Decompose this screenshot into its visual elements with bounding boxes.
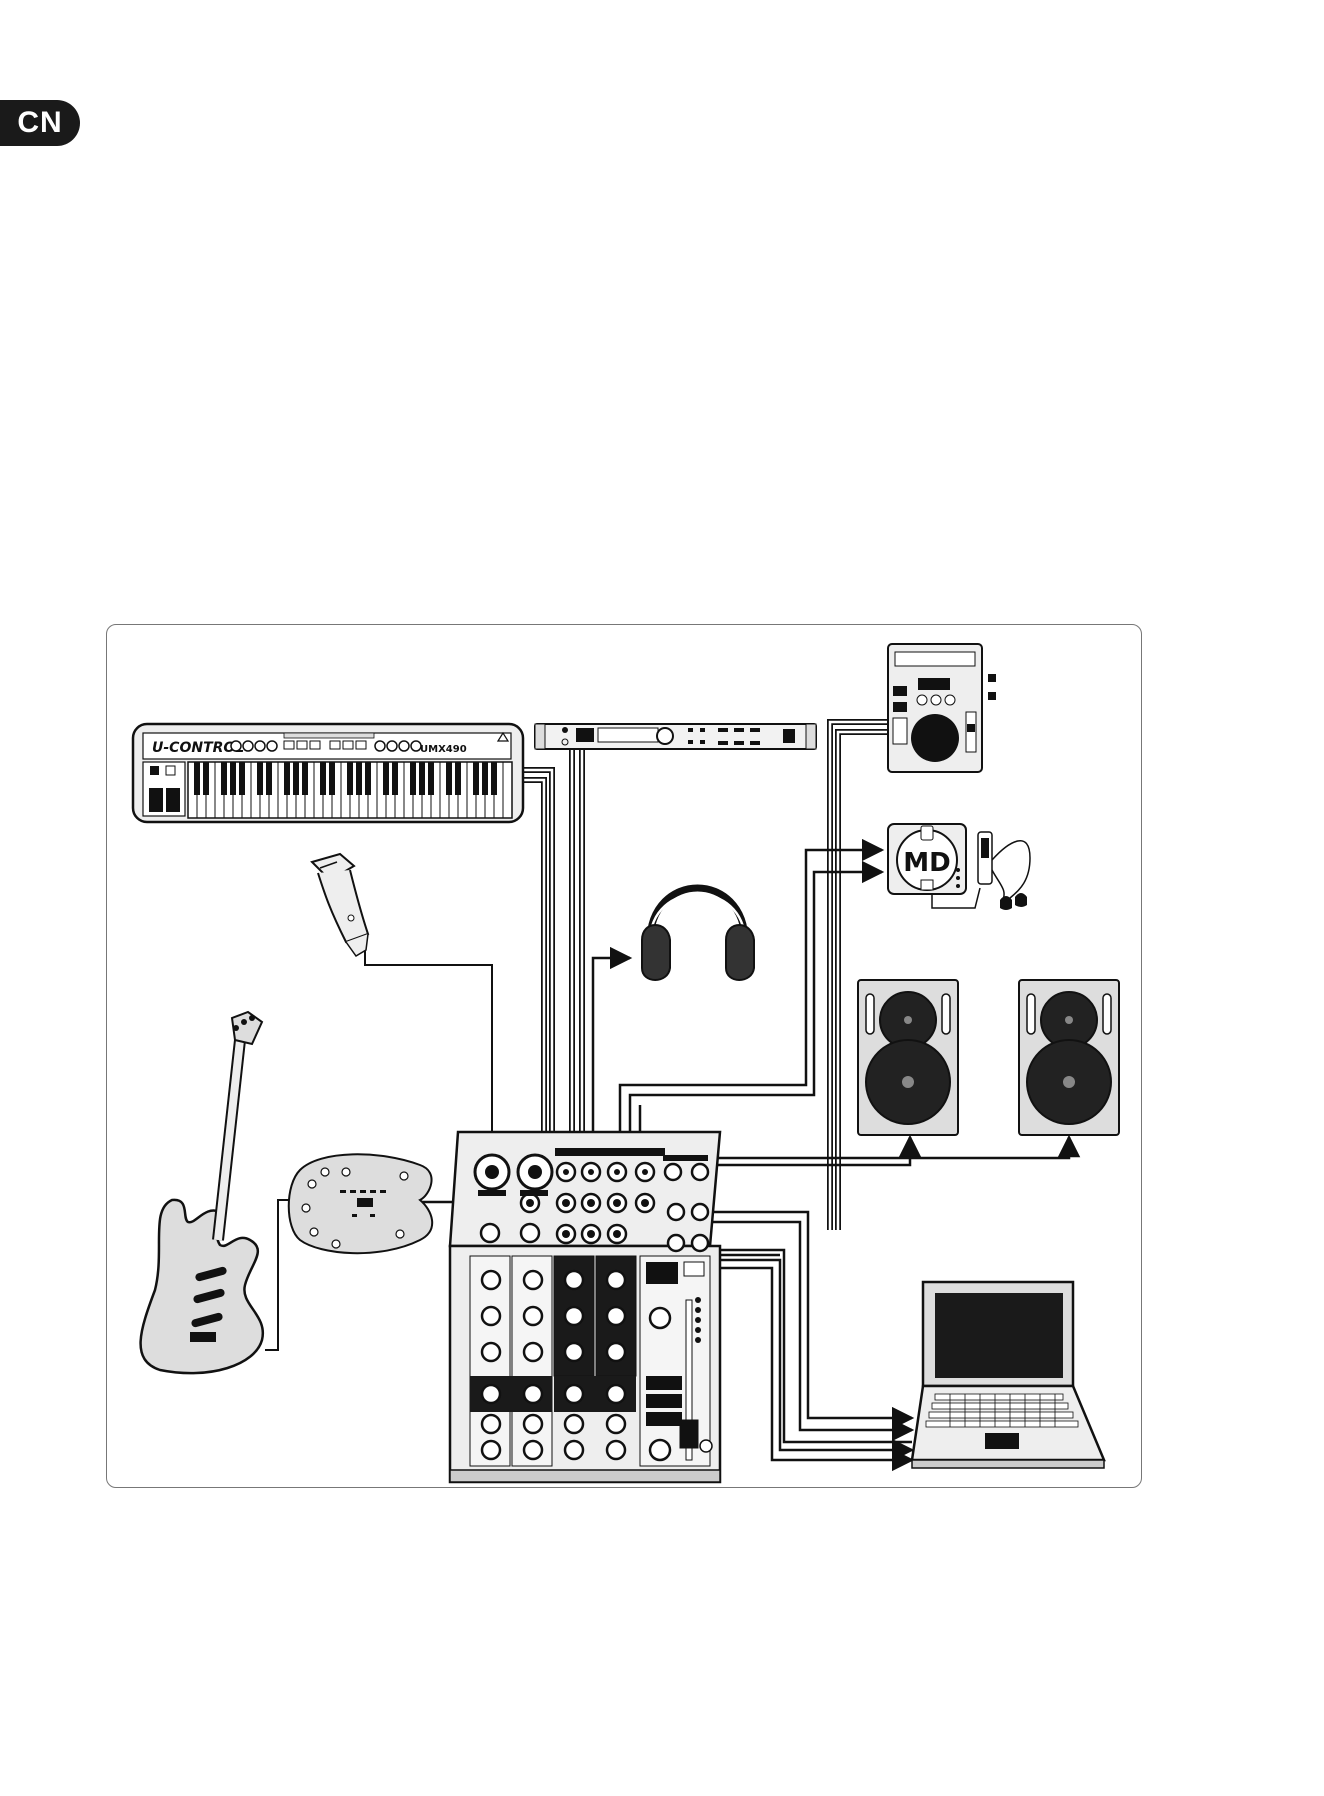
laptop-trackpad xyxy=(985,1433,1019,1449)
piano-keys xyxy=(188,762,512,818)
minidisc-label: MD xyxy=(903,848,950,878)
laptop xyxy=(912,1282,1104,1468)
microphone xyxy=(312,854,368,956)
cd-player xyxy=(888,644,996,772)
keyboard-controller: U-CONTROL UMX490 xyxy=(133,724,523,822)
guitar-effects-pedal xyxy=(289,1154,432,1253)
headphones xyxy=(642,888,754,980)
effects-rack-unit xyxy=(535,724,816,749)
electric-guitar xyxy=(141,1012,263,1373)
cd-player-cables xyxy=(830,722,888,1230)
speaker-left-cable xyxy=(705,1137,910,1165)
earbud-left-icon xyxy=(1000,896,1012,910)
earbuds-cable xyxy=(992,841,1030,902)
minidisc-player: MD xyxy=(888,824,1030,910)
mixer-console xyxy=(450,1132,720,1482)
controller-brand: U-CONTROL xyxy=(152,740,244,756)
speaker-right-cable xyxy=(705,1137,1069,1158)
controller-model: UMX490 xyxy=(420,744,467,755)
studio-monitor-left xyxy=(858,980,958,1135)
studio-monitor-right xyxy=(1019,980,1119,1135)
earbud-right-icon xyxy=(1015,893,1027,907)
